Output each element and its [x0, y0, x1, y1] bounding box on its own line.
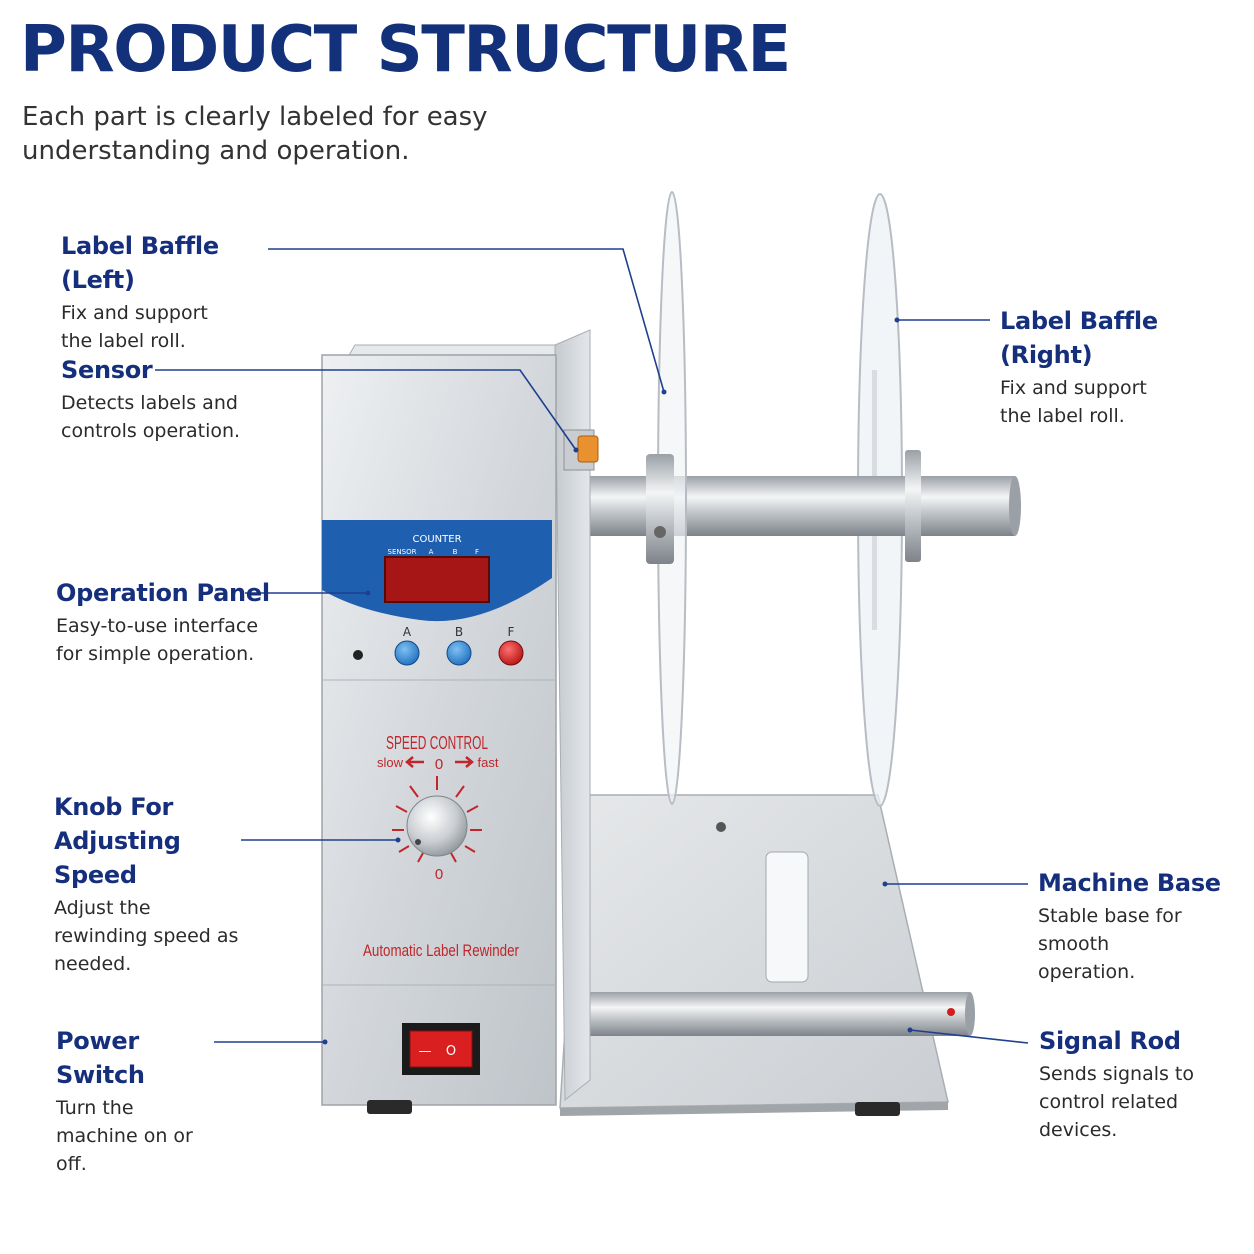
button-b	[446, 640, 472, 666]
slow-label: slow	[377, 755, 404, 770]
page-subtitle: Each part is clearly labeled for easy un…	[22, 102, 488, 166]
callout-title: Label Baffle (Right)	[1000, 307, 1158, 369]
button-a-label: A	[403, 625, 412, 639]
sensor-block	[577, 435, 599, 463]
callout-label-baffle-right: Label Baffle (Right) Fix and support the…	[1000, 304, 1250, 430]
callout-description: Easy-to-use interface for simple operati…	[56, 615, 259, 665]
button-b-label: B	[455, 625, 463, 639]
indicator-a: A	[429, 548, 434, 556]
callout-signal-rod: Signal Rod Sends signals to control rela…	[1039, 1024, 1249, 1144]
speed-knob	[406, 795, 468, 857]
indicator-sensor: SENSOR	[388, 548, 417, 556]
base-slot	[765, 851, 809, 983]
callout-description: Fix and support the label roll.	[1000, 377, 1147, 427]
callout-description: Sends signals to control related devices…	[1039, 1063, 1195, 1141]
counter-display	[384, 556, 490, 603]
button-f-label: F	[508, 625, 515, 639]
callout-title: Label Baffle (Left)	[61, 232, 219, 294]
counter-label: COUNTER	[412, 534, 461, 545]
callout-description: Detects labels and controls operation.	[61, 392, 241, 442]
callout-speed-knob: Knob For Adjusting Speed Adjust the rewi…	[54, 790, 239, 978]
product-name: Automatic Label Rewinder	[363, 941, 519, 960]
callout-title: Signal Rod	[1039, 1027, 1181, 1055]
callout-operation-panel: Operation Panel Easy-to-use interface fo…	[56, 576, 286, 668]
page-title: PRODUCT STRUCTURE	[20, 13, 791, 87]
callout-sensor: Sensor Detects labels and controls opera…	[61, 353, 261, 445]
fast-label: fast	[478, 755, 499, 770]
housing-front	[321, 354, 557, 1106]
callout-title: Machine Base	[1038, 869, 1221, 897]
shaft	[560, 476, 1015, 536]
callout-title: Power Switch	[56, 1027, 145, 1089]
speed-control-title: SPEED CONTROL	[386, 733, 488, 753]
housing-side	[554, 329, 591, 1102]
callout-description: Turn the machine on or off.	[56, 1097, 193, 1175]
callout-description: Fix and support the label roll.	[61, 302, 208, 352]
signal-rod	[575, 992, 970, 1036]
indicator-b: B	[453, 548, 458, 556]
callout-description: Stable base for smooth operation.	[1038, 905, 1182, 983]
callout-title: Knob For Adjusting Speed	[54, 793, 181, 889]
knob-bottom-label: 0	[435, 866, 443, 883]
switch-on-symbol: —	[419, 1044, 432, 1059]
button-a	[394, 640, 420, 666]
indicator-f: F	[475, 548, 479, 556]
callout-label-baffle-left: Label Baffle (Left) Fix and support the …	[61, 229, 266, 355]
callout-description: Adjust the rewinding speed as needed.	[54, 897, 239, 975]
zero-label: 0	[435, 756, 443, 773]
callout-power-switch: Power Switch Turn the machine on or off.	[56, 1024, 231, 1178]
button-f	[498, 640, 524, 666]
callout-machine-base: Machine Base Stable base for smooth oper…	[1038, 866, 1248, 986]
callout-title: Operation Panel	[56, 579, 270, 607]
power-switch	[409, 1030, 473, 1068]
switch-off-symbol: O	[446, 1044, 456, 1059]
callout-title: Sensor	[61, 356, 153, 384]
machine-base-plate	[559, 794, 949, 1109]
